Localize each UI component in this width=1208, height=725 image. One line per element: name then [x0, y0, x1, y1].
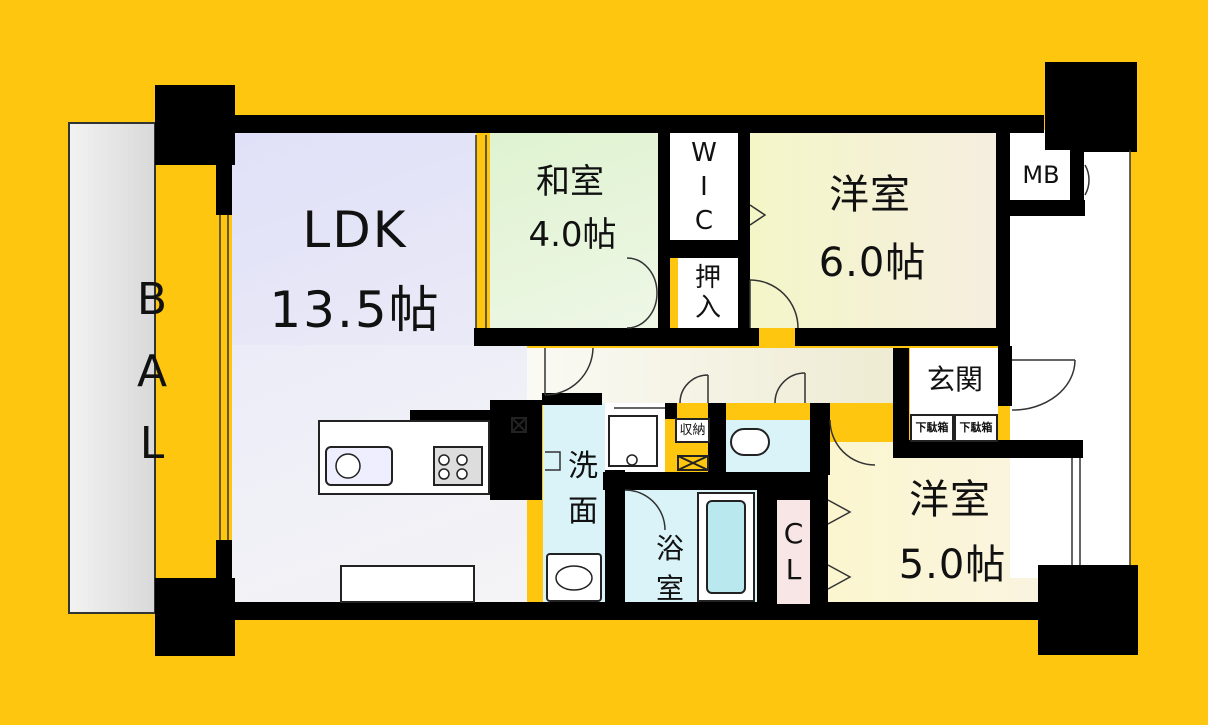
wic-label-box: W I C: [670, 133, 738, 240]
balcony-char-3: L: [139, 418, 165, 469]
wall-mb-bottom: [1010, 200, 1085, 216]
yokushitsu-char-2: 室: [655, 572, 684, 605]
balcony-char-1: B: [136, 274, 168, 325]
wall-cl-right: [810, 488, 828, 606]
stove: [433, 446, 483, 486]
shuno-box: 収納: [675, 418, 710, 443]
wall-north-main: [232, 115, 1044, 133]
wall-genkan-left: [893, 348, 909, 442]
cl-char-2: L: [785, 553, 802, 586]
wall-senmen-right: [605, 470, 625, 605]
cl-char-1: C: [783, 517, 804, 550]
ldk-name: LDK: [302, 201, 408, 259]
wall-toilet-left: [708, 403, 726, 475]
wall-washitsu-wic: [658, 130, 670, 330]
wall-ldk-washitsu: [474, 328, 759, 346]
column-sw: [155, 578, 235, 656]
getabako-2-label: 下駄箱: [959, 421, 993, 434]
mb-label: MB: [1022, 161, 1060, 189]
wall-toilet-right: [810, 403, 830, 475]
yoshitsu-north-name: 洋室: [829, 172, 911, 218]
mb-label-box: MB: [1012, 150, 1070, 200]
wall-utility-bottom: [603, 472, 828, 490]
genkan-label: 玄関: [926, 363, 983, 396]
wall-cl-top: [777, 488, 827, 500]
wall-kitchen-stub: [495, 470, 525, 500]
wall-wic-bottom: [658, 240, 738, 258]
getabako-1-label: 下駄箱: [915, 421, 949, 434]
balcony-char-2: A: [136, 346, 168, 397]
wall-bath-right: [757, 488, 777, 606]
wall-genkan-bottom: [893, 440, 1083, 458]
washitsu-area: [490, 132, 658, 328]
balcony-area: [68, 122, 156, 614]
wic-char-2: I: [700, 171, 708, 202]
wic-char-1: W: [691, 137, 717, 168]
shuno-label: 収納: [679, 423, 706, 438]
yokushitsu-char-1: 浴: [655, 532, 684, 565]
wall-senmen-top: [542, 393, 602, 405]
wic-char-3: C: [694, 205, 714, 236]
column-se: [1038, 565, 1138, 655]
ldk-size: 13.5帖: [269, 281, 441, 339]
wall-mb-right: [1070, 150, 1084, 216]
getabako-2-box: [954, 414, 998, 442]
wall-south: [232, 602, 1042, 620]
oshiire-char-1: 押: [694, 263, 721, 293]
washitsu-size: 4.0帖: [528, 215, 617, 255]
wall-west-lower: [216, 540, 232, 580]
column-nw: [155, 85, 235, 165]
getabako-1-box: [910, 414, 954, 442]
bathtub-inner: [706, 500, 746, 594]
toilet-bowl: [730, 428, 770, 456]
washitsu-name: 和室: [536, 162, 604, 202]
wall-west-upper: [216, 160, 232, 215]
oshiire-label-box: 押 入: [678, 258, 738, 328]
wall-utility-right-stub: [665, 403, 677, 419]
wall-yoshitsu-north-bottom: [795, 328, 1010, 346]
senmen-char-2: 面: [568, 494, 598, 529]
yoshitsu-north-area: [750, 132, 996, 328]
wall-yoshitsu-mb: [996, 130, 1010, 330]
cl-box: C L: [777, 500, 810, 604]
dining-table: [340, 565, 475, 603]
yoshitsu-south-name: 洋室: [909, 477, 991, 523]
column-ne: [1045, 62, 1137, 152]
wall-genkan-right: [998, 346, 1012, 406]
oshiire-char-2: 入: [694, 293, 721, 323]
senmen-char-1: 洗: [568, 449, 598, 484]
yoshitsu-south-size: 5.0帖: [898, 542, 1007, 588]
yoshitsu-north-size: 6.0帖: [818, 240, 927, 286]
wall-wic-yoshitsu: [738, 130, 750, 330]
